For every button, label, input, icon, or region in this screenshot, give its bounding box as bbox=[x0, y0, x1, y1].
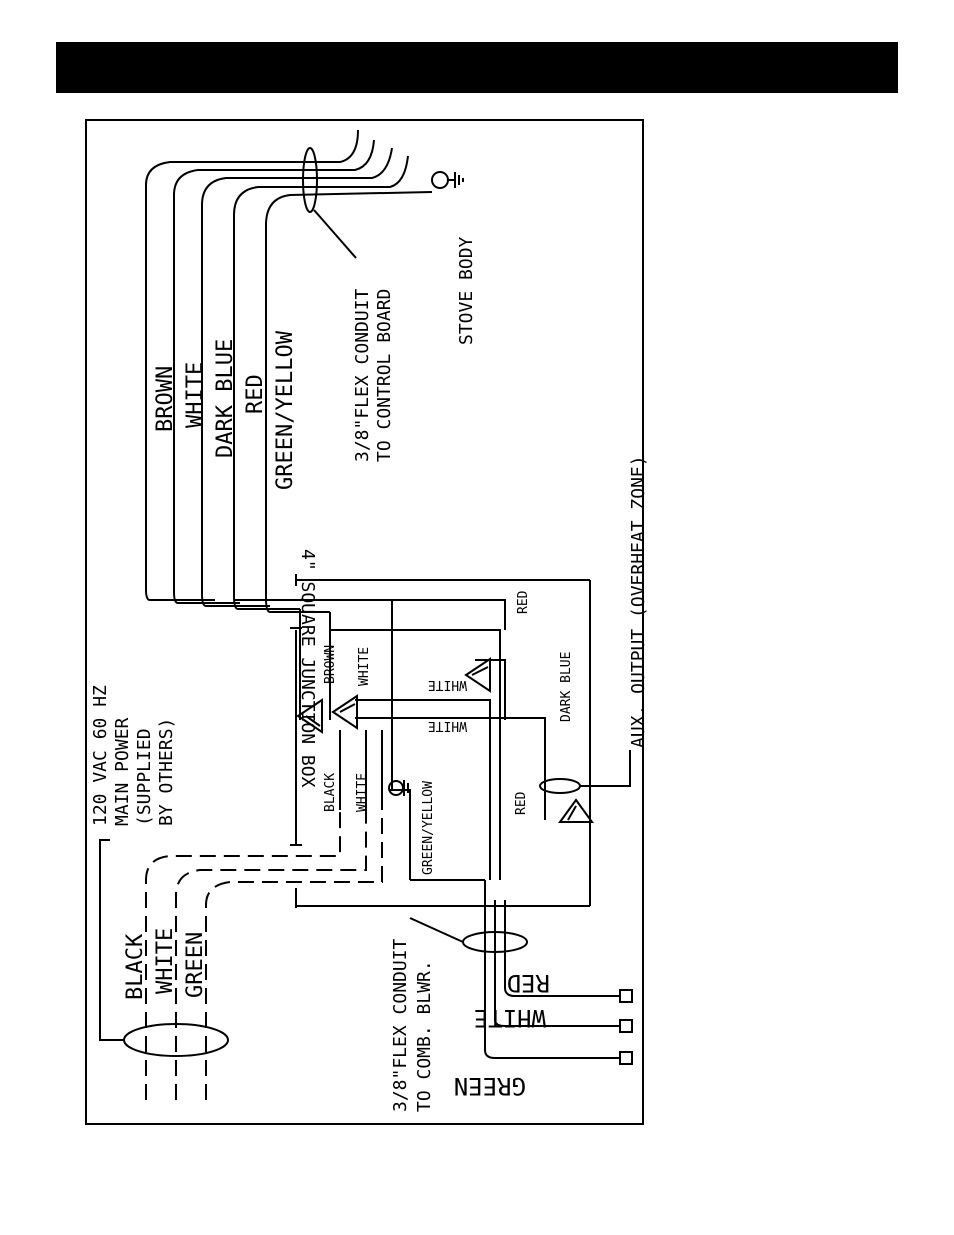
label-dark-blue: DARK BLUE bbox=[213, 339, 238, 458]
main-power-wires bbox=[145, 730, 383, 1100]
leader-conduit-blower bbox=[409, 917, 464, 943]
label-small-dark-blue: DARK BLUE bbox=[559, 652, 574, 722]
label-main-power-3: (SUPPLIED bbox=[134, 728, 155, 826]
label-aux-output: AUX. OUTPUT (OVERHEAT ZONE) bbox=[628, 455, 649, 748]
label-black: BLACK bbox=[123, 933, 148, 1000]
wire-brown bbox=[145, 129, 359, 601]
label-small-white-top: WHITE bbox=[357, 647, 372, 686]
label-brown: BROWN bbox=[153, 366, 178, 432]
label-conduit-blower: 3/8"FLEX CONDUIT bbox=[390, 938, 411, 1112]
label-small-green-yellow: GREEN/YELLOW bbox=[421, 781, 436, 875]
wire-green-yellow bbox=[265, 191, 433, 613]
label-main-power-4: BY OTHERS) bbox=[156, 718, 177, 826]
label-red: RED bbox=[243, 374, 268, 414]
label-green-main: GREEN bbox=[183, 932, 208, 998]
stove-body-ground-terminal bbox=[431, 171, 449, 189]
wire-nut-white bbox=[331, 694, 358, 730]
label-red-lead: RED bbox=[507, 969, 550, 997]
label-white: WHITE bbox=[183, 362, 208, 428]
label-small-white-bottom: WHITE bbox=[355, 773, 370, 812]
label-conduit-control: 3/8"FLEX CONDUIT bbox=[352, 288, 373, 462]
blower-wires bbox=[484, 880, 620, 1059]
wire-nut-red-darkblue bbox=[558, 798, 594, 823]
label-main-power-1: 120 VAC 60 HZ bbox=[90, 685, 111, 826]
label-small-white-mid1: WHITE bbox=[428, 677, 467, 692]
label-small-white-mid2: WHITE bbox=[428, 718, 467, 733]
leader-aux-output bbox=[580, 750, 631, 787]
leader-conduit-control bbox=[313, 209, 357, 259]
label-small-red-top: RED bbox=[516, 590, 531, 614]
label-white-main: WHITE bbox=[153, 928, 178, 994]
label-conduit-blower-2: TO COMB. BLWR. bbox=[414, 960, 435, 1112]
junction-box bbox=[290, 574, 591, 908]
blower-terminals bbox=[619, 989, 633, 1065]
wire-nut-brown-black bbox=[296, 698, 323, 734]
label-stove-body: STOVE BODY bbox=[456, 236, 477, 345]
upper-harness-wires bbox=[145, 129, 433, 613]
wire-red bbox=[233, 155, 409, 610]
label-green-yellow: GREEN/YELLOW bbox=[273, 330, 298, 490]
label-small-brown: BROWN bbox=[323, 645, 338, 684]
wire-dark-blue bbox=[201, 147, 393, 607]
leader-main-power bbox=[99, 839, 124, 1041]
label-main-power-2: MAIN POWER bbox=[112, 717, 133, 826]
conduit-ring-control-board bbox=[302, 147, 318, 213]
header-bar bbox=[56, 42, 898, 93]
ground-icon-2 bbox=[403, 780, 409, 796]
junction-internal-wiring bbox=[234, 599, 546, 881]
label-small-red-mid: RED bbox=[514, 791, 529, 815]
wire-white bbox=[173, 139, 375, 604]
ground-icon bbox=[448, 172, 464, 188]
label-green-lead: GREEN bbox=[454, 1072, 526, 1100]
wire-nut-white-2 bbox=[464, 657, 491, 693]
label-junction-box: 4" SQUARE JUNCTION BOX bbox=[297, 549, 318, 788]
label-small-black: BLACK bbox=[323, 773, 338, 812]
label-white-lead: WHITE bbox=[474, 1004, 546, 1032]
diagram-frame bbox=[85, 119, 644, 1125]
label-conduit-control-2: TO CONTROL BOARD bbox=[374, 289, 395, 462]
